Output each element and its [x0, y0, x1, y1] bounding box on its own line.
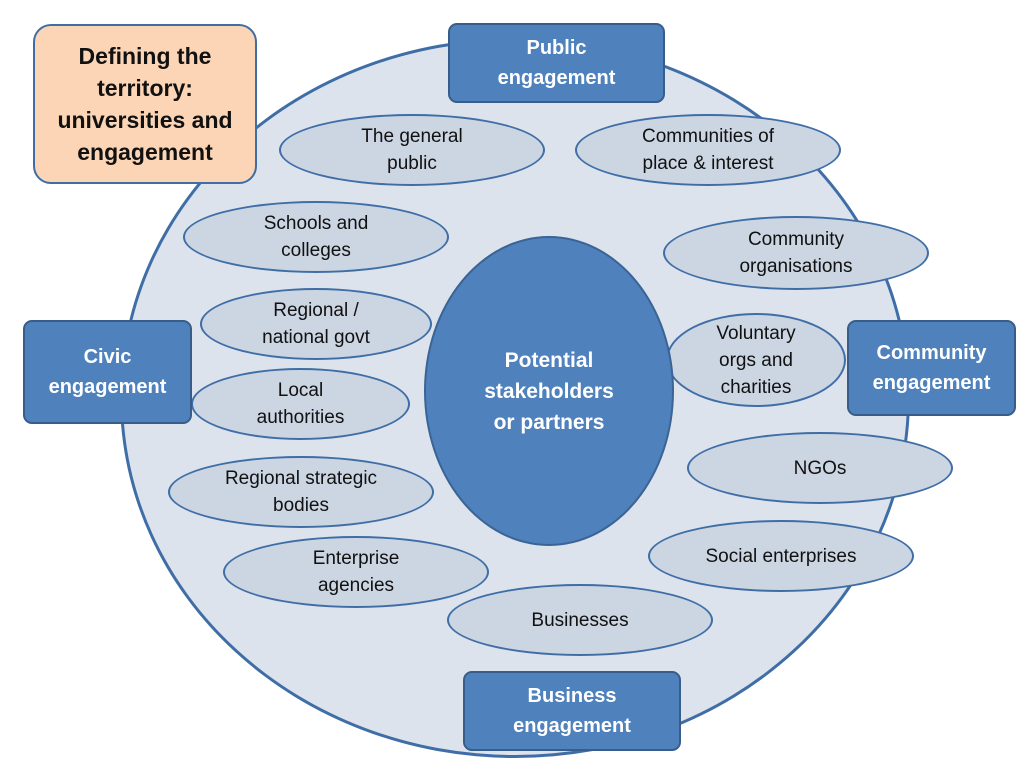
central-stakeholders-node: Potential stakeholders or partners [424, 236, 674, 546]
stakeholder-label: Regional / national govt [262, 300, 370, 348]
box-label: Civic engagement [48, 346, 167, 398]
public-engagement-box: Public engagement [448, 23, 665, 103]
stakeholder-general-public: The general public [279, 114, 545, 186]
stakeholder-regional-strategic-bodies: Regional strategic bodies [168, 456, 434, 528]
stakeholder-businesses: Businesses [447, 584, 713, 656]
stakeholder-label: Regional strategic bodies [224, 468, 378, 516]
stakeholder-label: The general public [361, 126, 463, 174]
diagram-title: Defining the territory: universities and… [57, 43, 233, 165]
stakeholder-label: Voluntary orgs and charities [716, 322, 796, 398]
stakeholder-label: Local authorities [256, 380, 345, 428]
box-label: Public engagement [497, 37, 616, 89]
stakeholder-label: Enterprise agencies [312, 548, 400, 596]
stakeholder-label: Schools and colleges [263, 213, 369, 261]
stakeholder-label: Communities of place & interest [642, 126, 774, 174]
stakeholder-voluntary-orgs: Voluntary orgs and charities [666, 313, 846, 407]
stakeholder-community-organisations: Community organisations [663, 216, 929, 290]
stakeholder-label: Social enterprises [705, 545, 857, 567]
stakeholder-ngos: NGOs [687, 432, 953, 504]
stakeholder-social-enterprises: Social enterprises [648, 520, 914, 592]
civic-engagement-box: Civic engagement [23, 320, 192, 424]
stakeholder-label: Community organisations [739, 229, 853, 277]
box-label: Community engagement [872, 342, 991, 394]
stakeholder-communities-of-place: Communities of place & interest [575, 114, 841, 186]
business-engagement-box: Business engagement [463, 671, 681, 751]
center-label: Potential stakeholders or partners [484, 348, 614, 434]
stakeholder-label: NGOs [793, 457, 847, 479]
stakeholder-label: Businesses [531, 609, 629, 631]
stakeholder-enterprise-agencies: Enterprise agencies [223, 536, 489, 608]
stakeholder-regional-national-govt: Regional / national govt [200, 288, 432, 360]
community-engagement-box: Community engagement [847, 320, 1016, 416]
diagram-title-box: Defining the territory: universities and… [33, 24, 257, 184]
stakeholder-local-authorities: Local authorities [191, 368, 410, 440]
stakeholder-schools-colleges: Schools and colleges [183, 201, 449, 273]
box-label: Business engagement [513, 685, 631, 737]
